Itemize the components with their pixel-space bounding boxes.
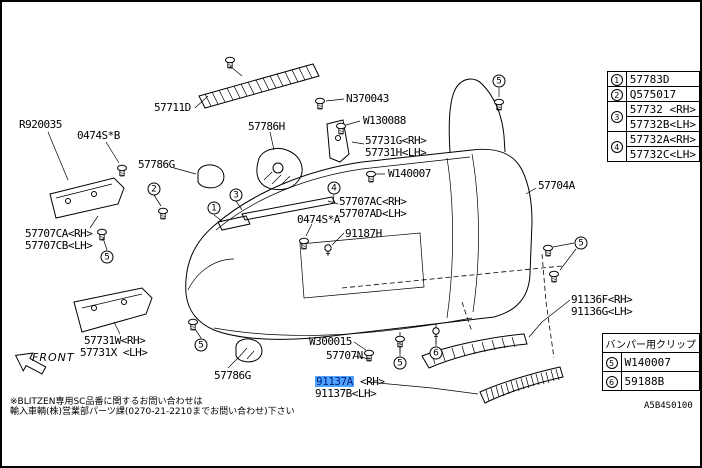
- diagram-callout-1: 1: [207, 201, 221, 215]
- screw-icon: [364, 349, 374, 362]
- screw-icon: [366, 170, 376, 183]
- table-row: 6 59188B: [601, 371, 700, 391]
- part-label-57731w: 57731W<RH>: [84, 334, 146, 347]
- diagram-callout-5: 5: [492, 74, 506, 88]
- clip-icon: [324, 244, 332, 257]
- part-label-w140007: W140007: [388, 167, 431, 180]
- part-label-91137a-side: <RH>: [360, 375, 385, 388]
- part-label-57711d: 57711D: [154, 101, 191, 114]
- part-label-57731g: 57731G<RH>: [365, 134, 427, 147]
- part-label-n370043: N370043: [346, 92, 389, 105]
- part-number-cell: W140007: [620, 352, 700, 372]
- front-label: FRONT: [32, 351, 75, 364]
- bumper-clip-table: バンパー用クリップ 5 W140007 6 59188B: [601, 333, 700, 391]
- diagram-callout-4: 4: [327, 181, 341, 195]
- part-label-57786g-lower: 57786G: [214, 369, 251, 382]
- part-number-cell: 59188B: [620, 371, 700, 391]
- part-label-w130088: W130088: [363, 114, 406, 127]
- diagram-callout-2: 2: [147, 182, 161, 196]
- part-label-91137b: 91137B<LH>: [315, 387, 377, 400]
- part-label-57707ad: 57707AD<LH>: [339, 207, 407, 220]
- callout-5-badge: 5: [605, 356, 618, 369]
- part-label-57707n: 57707N: [326, 349, 363, 362]
- part-label-91187h: 91187H: [345, 227, 382, 240]
- screw-icon: [494, 98, 504, 111]
- part-number-cell: 57732 <RH>: [625, 101, 700, 117]
- screw-icon: [97, 228, 107, 241]
- screw-icon: [158, 207, 168, 220]
- clip-table-title: バンパー用クリップ: [601, 333, 700, 353]
- screw-icon: [188, 318, 198, 331]
- callout-6-badge: 6: [605, 375, 618, 388]
- part-label-91136f: 91136F<RH>: [571, 293, 633, 306]
- part-number-cell: 57732C<LH>: [625, 146, 700, 162]
- callout-3-badge: 3: [610, 111, 623, 123]
- callout-cell: 6: [601, 371, 622, 391]
- table-row: 57732C<LH>: [607, 146, 700, 162]
- part-label-0474s-a: 0474S*A: [297, 213, 340, 226]
- screw-icon: [315, 97, 325, 110]
- callout-cell: 4: [606, 131, 627, 162]
- callout-cell: 5: [601, 352, 622, 372]
- table-row: バンパー用クリップ: [601, 333, 700, 353]
- part-label-57704a: 57704A: [538, 179, 575, 192]
- diagram-callout-5: 5: [574, 236, 588, 250]
- table-row: 4 57732A<RH>: [606, 131, 700, 162]
- diagram-callout-5: 5: [100, 250, 114, 264]
- footnote-line-1: ※BLITZEN専用SC品番に関するお問い合わせは: [10, 397, 203, 407]
- part-number-cell: 57732A<RH>: [625, 131, 700, 147]
- callout-cell: 2: [606, 86, 627, 102]
- screw-icon: [299, 237, 309, 250]
- callout-2-badge: 2: [610, 88, 623, 101]
- callout-cell: 1: [606, 71, 627, 87]
- front-arrow-icon: [14, 352, 47, 375]
- screw-icon: [543, 244, 553, 257]
- part-label-57707ca: 57707CA<RH>: [25, 227, 93, 240]
- part-label-w300015: W300015: [309, 335, 352, 348]
- callout-1-badge: 1: [610, 73, 623, 86]
- diagram-callout-5: 5: [393, 356, 407, 370]
- screw-icon: [336, 122, 346, 135]
- part-label-57786g-upper: 57786G: [138, 158, 175, 171]
- screw-icon: [549, 270, 559, 283]
- table-row: 2 Q575017: [606, 86, 700, 102]
- part-number-cell: Q575017: [625, 86, 700, 102]
- part-label-57786h: 57786H: [248, 120, 285, 133]
- part-label-91136g: 91136G<LH>: [571, 305, 633, 318]
- parts-legend-table: 1 57783D 2 Q575017 3 57732 <RH> 57732B<L…: [606, 71, 700, 162]
- part-label-57707cb: 57707CB<LH>: [25, 239, 93, 252]
- part-label-57707ac: 57707AC<RH>: [339, 195, 407, 208]
- diagram-callout-5: 5: [194, 338, 208, 352]
- callout-4-badge: 4: [610, 141, 623, 153]
- part-label-91137a[interactable]: 91137A: [315, 375, 354, 388]
- screw-icon: [117, 164, 127, 177]
- clip-icon: [432, 327, 440, 340]
- callout-cell: 3: [606, 101, 627, 132]
- diagram-callout-6: 6: [429, 346, 443, 360]
- screw-icon: [395, 335, 405, 348]
- sheet-code: A5B4S0100: [644, 401, 693, 411]
- part-label-0474s-b: 0474S*B: [77, 129, 120, 142]
- table-row: 5 W140007: [601, 352, 700, 372]
- part-number-cell: 57783D: [625, 71, 700, 87]
- table-row: 1 57783D: [606, 71, 700, 87]
- diagram-callout-3: 3: [229, 188, 243, 202]
- part-label-57731x: 57731X <LH>: [80, 346, 148, 359]
- part-label-57731h: 57731H<LH>: [365, 146, 427, 159]
- table-row: 3 57732 <RH>: [606, 101, 700, 132]
- part-number-cell: 57732B<LH>: [625, 116, 700, 132]
- footnote-line-2: 輸入車輌(株)営業部パーツ課(0270-21-2210までお問い合わせ)下さい: [10, 407, 295, 417]
- part-label-r920035: R920035: [19, 118, 62, 131]
